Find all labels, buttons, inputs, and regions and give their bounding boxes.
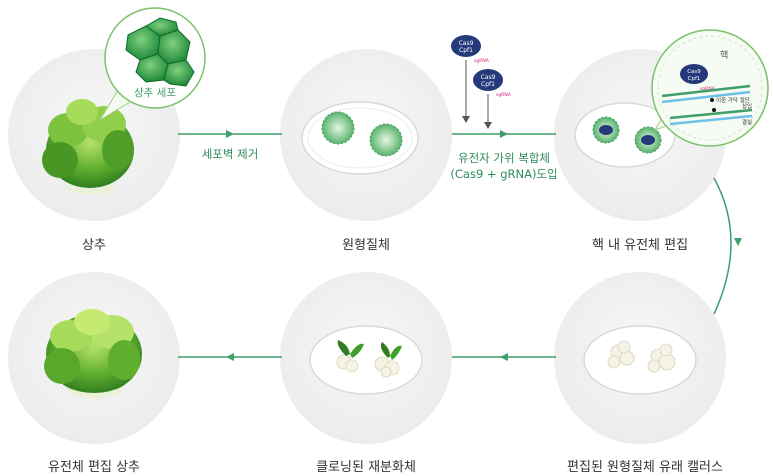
protoplast-dish bbox=[301, 101, 419, 175]
step-label-cloned-plantlet: 클로닝된 재분화체 bbox=[316, 460, 416, 475]
arrow-step4-to-step5 bbox=[452, 353, 556, 361]
double-strand-break-label: 이중 가닥 절단 bbox=[716, 96, 750, 104]
callus-dish bbox=[583, 325, 697, 395]
dna-strands bbox=[661, 84, 753, 126]
step-label-protoplast: 원형질체 bbox=[342, 238, 390, 253]
step-label-edited-lettuce: 유전체 편집 상추 bbox=[48, 460, 140, 475]
callus-cluster bbox=[647, 343, 676, 373]
genome-edit-dish bbox=[574, 102, 676, 168]
insertion-label: 삽입 bbox=[742, 102, 752, 110]
edited-lettuce-illustration bbox=[44, 309, 142, 399]
svg-text:sgRNA: sgRNA bbox=[700, 86, 716, 92]
plant-cells-illustration bbox=[125, 17, 195, 87]
arrow-step1-to-step2 bbox=[178, 130, 282, 138]
svg-text:sgRNA: sgRNA bbox=[496, 92, 512, 98]
arrow-step2-to-step3 bbox=[452, 130, 556, 138]
lettuce-illustration bbox=[42, 99, 134, 195]
nucleus-label: 핵 bbox=[720, 49, 728, 61]
deletion-label: 결실 bbox=[742, 118, 752, 126]
svg-text:Cpf1: Cpf1 bbox=[459, 47, 473, 54]
cas9-complex-icon: Cas9 Cpf1 sgRNA bbox=[451, 35, 490, 123]
arrow-step5-to-step6 bbox=[178, 353, 282, 361]
callus-cluster bbox=[607, 340, 635, 369]
svg-text:Cas9: Cas9 bbox=[481, 74, 496, 81]
svg-text:Cas9: Cas9 bbox=[459, 40, 474, 47]
protoplast-cell bbox=[321, 111, 355, 145]
svg-text:Cpf1: Cpf1 bbox=[688, 76, 701, 82]
lettuce-cell-label: 상추 세포 bbox=[134, 87, 176, 99]
transition-label-cell-wall-removal: 세포벽 제거 bbox=[201, 147, 259, 161]
step-label-callus: 편집된 원형질체 유래 캘러스 bbox=[567, 460, 723, 475]
svg-text:Cpf1: Cpf1 bbox=[481, 81, 495, 88]
plantlet bbox=[336, 340, 364, 373]
svg-text:Cas9: Cas9 bbox=[687, 69, 701, 75]
protoplast-cell bbox=[369, 123, 403, 157]
arrow-step3-to-step4 bbox=[713, 177, 742, 315]
plantlet bbox=[374, 342, 402, 378]
svg-text:sgRNA: sgRNA bbox=[474, 58, 490, 64]
step-label-genome-edit: 핵 내 유전체 편집 bbox=[591, 238, 689, 253]
cas9-complex-icon: Cas9 Cpf1 sgRNA bbox=[680, 64, 716, 92]
cas9-complex-icon: Cas9 Cpf1 sgRNA bbox=[473, 69, 512, 129]
cloned-plantlet-dish bbox=[309, 325, 423, 395]
step-label-lettuce: 상추 bbox=[82, 238, 106, 253]
transition-label-cas9-delivery: 유전자 가위 복합체 (Cas9 + gRNA)도입 bbox=[450, 151, 558, 181]
